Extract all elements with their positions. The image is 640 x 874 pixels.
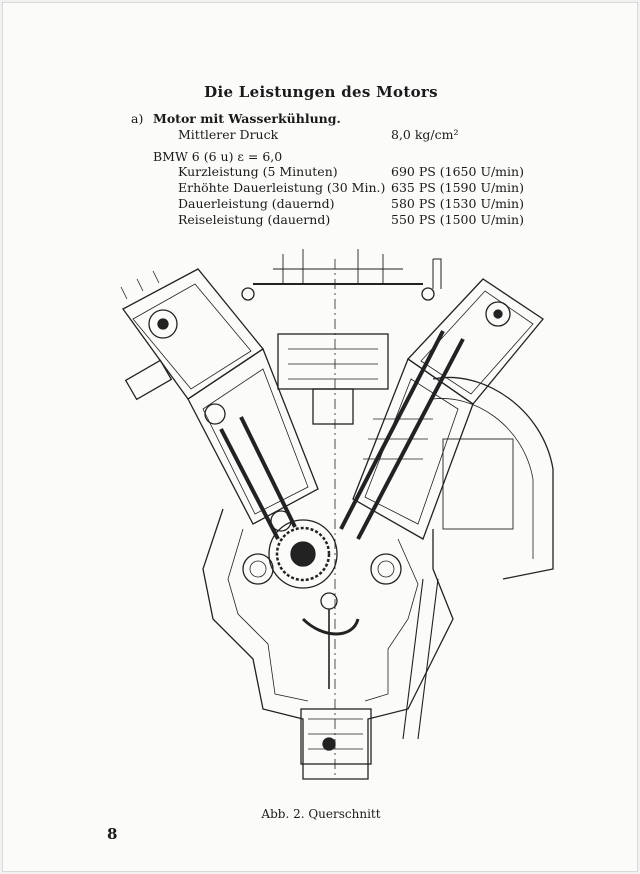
- page-title: Die Leistungen des Motors: [204, 83, 438, 101]
- rating-label: Reiseleistung (dauernd): [178, 212, 331, 227]
- pressure-value: 8,0 kg/cm²: [391, 127, 459, 142]
- page-number: 8: [107, 825, 118, 843]
- crankcase: [202, 508, 454, 780]
- pressure-label: Mittlerer Druck: [178, 127, 279, 142]
- right-cylinder-bank: [339, 258, 554, 580]
- section-heading: a) Motor mit Wasserkühlung.: [131, 111, 341, 126]
- top-valve-gear: [241, 249, 435, 425]
- engine-model: BMW 6 (6 u) ε = 6,0: [153, 149, 283, 164]
- rating-value: 580 PS (1530 U/min): [391, 196, 524, 211]
- section-label: a): [131, 111, 144, 126]
- rating-value: 635 PS (1590 U/min): [391, 180, 524, 195]
- rating-label: Kurzleistung (5 Minuten): [178, 164, 338, 179]
- rating-label: Dauerleistung (dauernd): [178, 196, 335, 211]
- engine-cross-section-drawing: [120, 249, 554, 780]
- left-cylinder-bank: [120, 268, 319, 540]
- rating-value: 690 PS (1650 U/min): [391, 164, 524, 179]
- figure-caption: Abb. 2. Querschnitt: [261, 807, 381, 821]
- rating-value: 550 PS (1500 U/min): [391, 212, 524, 227]
- section-heading-text: Motor mit Wasserkühlung.: [153, 111, 341, 126]
- rating-label: Erhöhte Dauerleistung (30 Min.): [178, 180, 386, 195]
